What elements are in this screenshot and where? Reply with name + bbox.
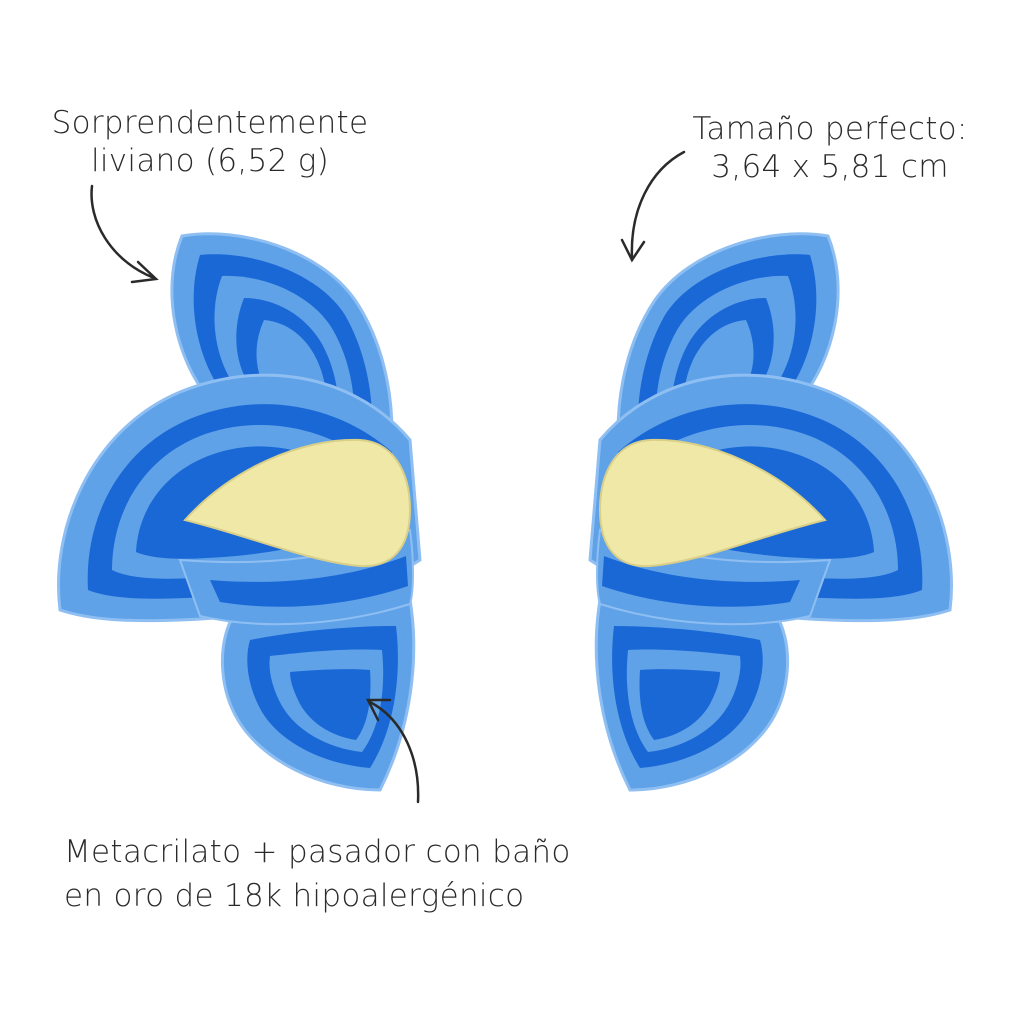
weight-caption-line-1: Sorprendentemente	[51, 105, 369, 141]
material-caption-line-2: en oro de 18k hipoalergénico	[64, 878, 525, 914]
size-caption-line-1: Tamaño perfecto:	[692, 111, 968, 147]
weight-caption: Sorprendentemente liviano (6,52 g)	[0, 104, 420, 180]
size-caption-line-2: 3,64 x 5,81 cm	[711, 149, 949, 185]
size-caption: Tamaño perfecto: 3,64 x 5,81 cm	[640, 110, 1020, 186]
weight-caption-line-2: liviano (6,52 g)	[90, 143, 330, 179]
left-earring	[57, 232, 422, 792]
right-earring	[588, 232, 953, 792]
arrow-size	[620, 150, 686, 263]
material-caption: Metacrilato + pasador con baño en oro de…	[64, 830, 571, 918]
arrow-material	[365, 698, 420, 804]
arrow-weight	[90, 184, 159, 284]
material-caption-line-1: Metacrilato + pasador con baño	[64, 834, 571, 870]
